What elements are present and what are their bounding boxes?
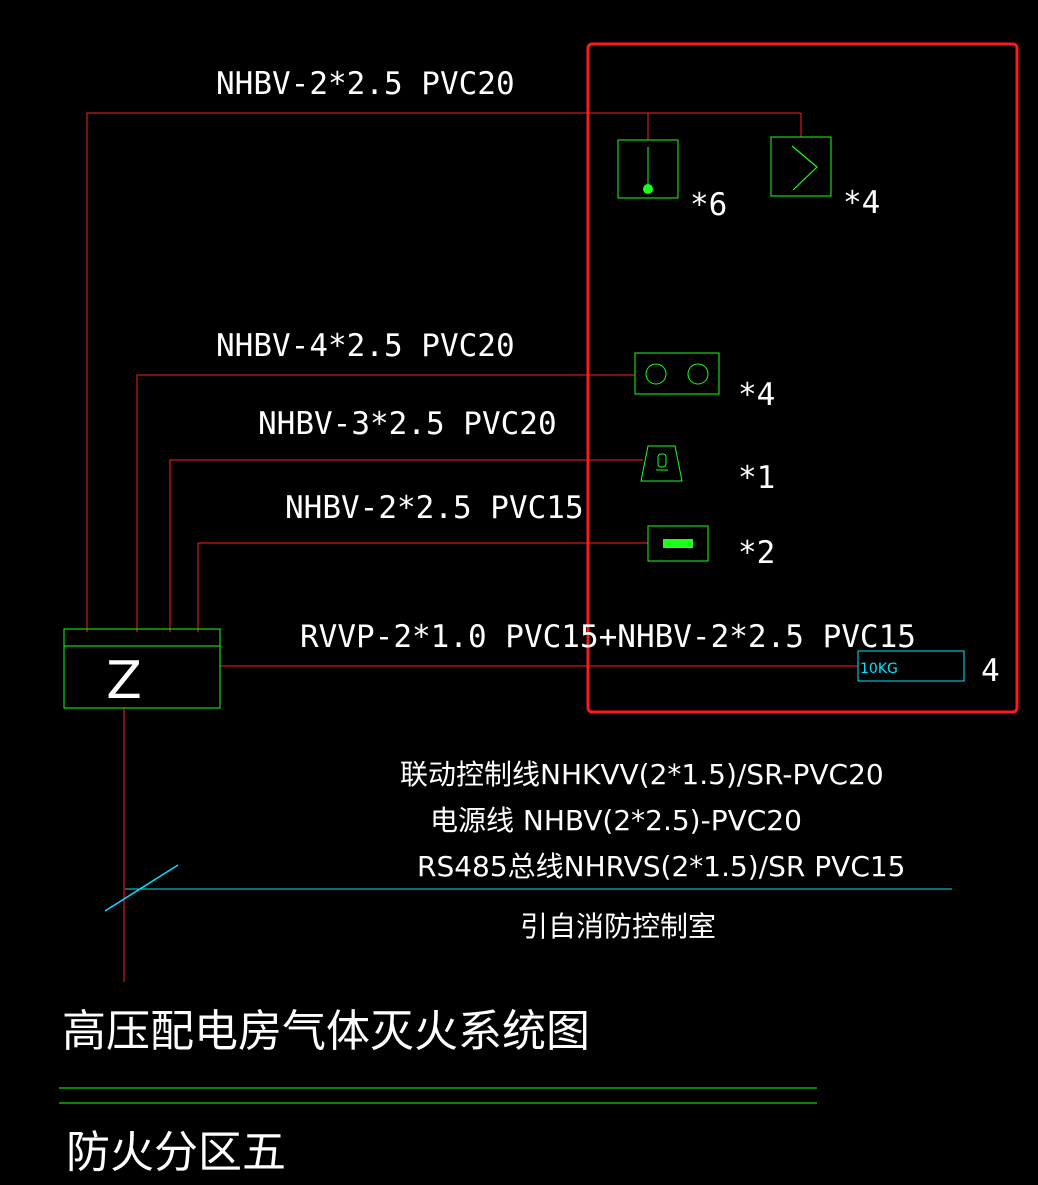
cylinder-box bbox=[857, 650, 965, 682]
wires bbox=[86, 112, 858, 982]
gas-cylinder-icon[interactable]: 10KG bbox=[857, 650, 965, 682]
diagram-title: 高压配电房气体灭火系统图 bbox=[62, 1006, 590, 1057]
qty-bell: *1 bbox=[738, 460, 775, 496]
manual-button-box bbox=[617, 139, 679, 199]
qty-sound-light: *4 bbox=[843, 185, 880, 221]
wire-indicator bbox=[197, 542, 648, 632]
note-power: 电源线 NHBV(2*2.5)-PVC20 bbox=[430, 804, 802, 837]
cable-label-indicator: NHBV-2*2.5 PVC15 bbox=[285, 490, 584, 526]
note-bus: RS485总线NHRVS(2*1.5)/SR PVC15 bbox=[417, 850, 906, 883]
indicator-box bbox=[647, 525, 709, 562]
detector-2 bbox=[687, 363, 709, 385]
controller-label: Z bbox=[106, 651, 142, 711]
indicator-bar bbox=[663, 539, 693, 548]
note-from: 引自消防控制室 bbox=[520, 910, 716, 943]
diagram-subtitle: 防火分区五 bbox=[66, 1127, 286, 1178]
extinguishing-controller[interactable]: Z bbox=[63, 628, 221, 711]
cable-label-bottle: RVVP-2*1.0 PVC15+NHBV-2*2.5 PVC15 bbox=[300, 619, 916, 655]
sound-light-alarm-icon[interactable] bbox=[770, 136, 832, 197]
protected-area-frame bbox=[586, 42, 1019, 714]
cable-label-detector: NHBV-4*2.5 PVC20 bbox=[216, 328, 515, 364]
bell-body bbox=[640, 445, 683, 482]
manual-release-button-icon[interactable] bbox=[617, 139, 679, 199]
wire-bell bbox=[169, 459, 643, 632]
wire-detector bbox=[136, 374, 635, 632]
bus-slash bbox=[104, 864, 179, 912]
cylinder-label: 10KG bbox=[860, 661, 898, 677]
manual-button-dot bbox=[643, 184, 653, 194]
sound-light-box bbox=[770, 136, 832, 197]
alarm-bell-icon[interactable] bbox=[640, 445, 683, 482]
note-linkage: 联动控制线NHKVV(2*1.5)/SR-PVC20 bbox=[400, 758, 884, 791]
qty-detector: *4 bbox=[738, 377, 775, 413]
qty-indicator: *2 bbox=[738, 535, 775, 571]
qty-bottle: 4 bbox=[981, 653, 1000, 689]
discharge-indicator-icon[interactable] bbox=[647, 525, 709, 562]
detector-1 bbox=[645, 363, 667, 385]
sound-light-zigzag bbox=[791, 145, 818, 191]
smoke-heat-detector-icon[interactable] bbox=[634, 352, 720, 395]
bell-clapper bbox=[657, 453, 667, 468]
wire-top bbox=[86, 112, 649, 632]
cable-label-bell: NHBV-3*2.5 PVC20 bbox=[258, 406, 557, 442]
cable-label-top: NHBV-2*2.5 PVC20 bbox=[216, 66, 515, 102]
detector-box bbox=[634, 352, 720, 395]
controller-box bbox=[63, 628, 221, 709]
qty-manual-button: *6 bbox=[690, 187, 727, 223]
